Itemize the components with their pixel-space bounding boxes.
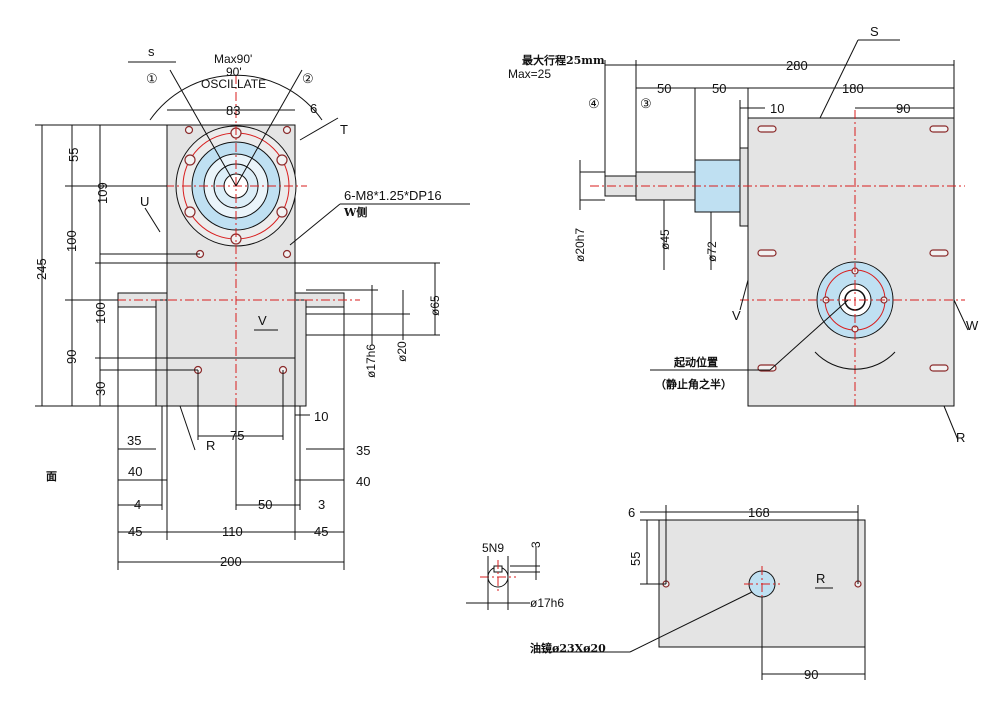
label-circle-4: ④ [588,96,600,111]
label-40-right: 40 [356,474,370,489]
label-30: 30 [93,382,108,396]
label-3: 3 [318,497,325,512]
label-90: 90 [64,350,79,364]
side-view-labels: 最大行程25mm Max=25 280 S ④ ③ 50 50 180 10 9… [508,24,979,445]
label-6-bottom: 6 [628,505,635,520]
label-168: 168 [748,505,770,520]
label-90: 90 [896,101,910,116]
slot [929,125,949,133]
slot [757,125,777,133]
mount-hole [282,249,292,259]
label-20h7: ø20h7 [573,228,587,262]
bolt-hole [276,206,288,218]
label-10: 10 [770,101,784,116]
label-55: 55 [66,148,81,162]
label-R-side: R [956,430,965,445]
bolt-hole [184,154,196,166]
label-circle-2: ② [302,71,314,86]
label-s: s [148,44,155,59]
label-109: 109 [95,182,110,204]
label-10: 10 [314,409,328,424]
label-U: U [140,194,149,209]
front-view [35,61,470,570]
label-180: 180 [842,81,864,96]
label-83: 83 [226,103,240,118]
slot [929,249,949,257]
label-90: 90' [226,65,242,79]
label-3-detail: 3 [529,541,543,548]
label-40-left: 40 [128,464,142,479]
bolt-hole [276,154,288,166]
front-lower-housing [166,262,296,407]
label-50a: 50 [657,81,671,96]
label-35-right: 35 [356,443,370,458]
side-view [579,39,969,441]
label-4: 4 [134,497,141,512]
label-72: ø72 [705,241,719,262]
label-face: 面 [46,470,57,483]
label-35-left: 35 [127,433,141,448]
label-17h6: ø17h6 [364,344,378,378]
label-stroke-note: 最大行程25mm [522,53,605,67]
label-max25: Max=25 [508,67,551,81]
label-245: 245 [34,258,49,280]
label-w-side: W侧 [343,205,367,219]
label-50: 50 [258,497,272,512]
label-110: 110 [222,524,243,539]
label-T: T [340,122,348,137]
label-50b: 50 [712,81,726,96]
label-R: R [206,438,215,453]
label-oil-note: 油镜ø23Xø20 [530,641,606,655]
label-oscillate: OSCILLATE [201,77,266,91]
front-view-labels: s ① ② Max90' 90' OSCILLATE 83 6 T U 6-M8… [34,44,442,569]
label-start-position: 起动位置 [673,355,718,369]
front-left-shaft [155,299,168,407]
label-R-bottom: R [816,571,825,586]
label-6: 6 [310,101,317,116]
label-100b: 100 [93,302,108,324]
slot [929,364,949,372]
label-65: ø65 [428,295,442,316]
label-20: ø20 [395,341,409,362]
bolt-hole [184,206,196,218]
label-55-bottom: 55 [628,552,643,566]
label-45-left: 45 [128,524,142,539]
mount-hole [282,125,292,135]
mount-hole [184,125,194,135]
label-thread-note: 6-M8*1.25*DP16 [344,188,442,203]
label-S: S [870,24,879,39]
side-flange-plate [739,147,749,227]
shaft-detail: 5N9 3 ø17h6 [466,541,564,610]
label-circle-3: ③ [640,96,652,111]
label-V-side: V [732,308,741,323]
front-right-shaft [294,299,307,407]
label-V: V [258,313,267,328]
label-max90: Max90' [214,52,252,66]
label-W: W [966,318,979,333]
label-45-right: 45 [314,524,328,539]
label-half-dwell: （静止角之半） [655,377,732,391]
label-280: 280 [786,58,808,73]
label-45: ø45 [658,229,672,250]
label-5n9: 5N9 [482,541,504,555]
label-100a: 100 [64,230,79,252]
slot [757,249,777,257]
label-circle-1: ① [146,71,158,86]
label-75: 75 [230,428,244,443]
bottom-view: 6 168 55 R 油镜ø23Xø20 90 [530,505,866,682]
label-17h6-detail: ø17h6 [530,596,564,610]
label-200: 200 [220,554,242,569]
label-90-bottom: 90 [804,667,818,682]
